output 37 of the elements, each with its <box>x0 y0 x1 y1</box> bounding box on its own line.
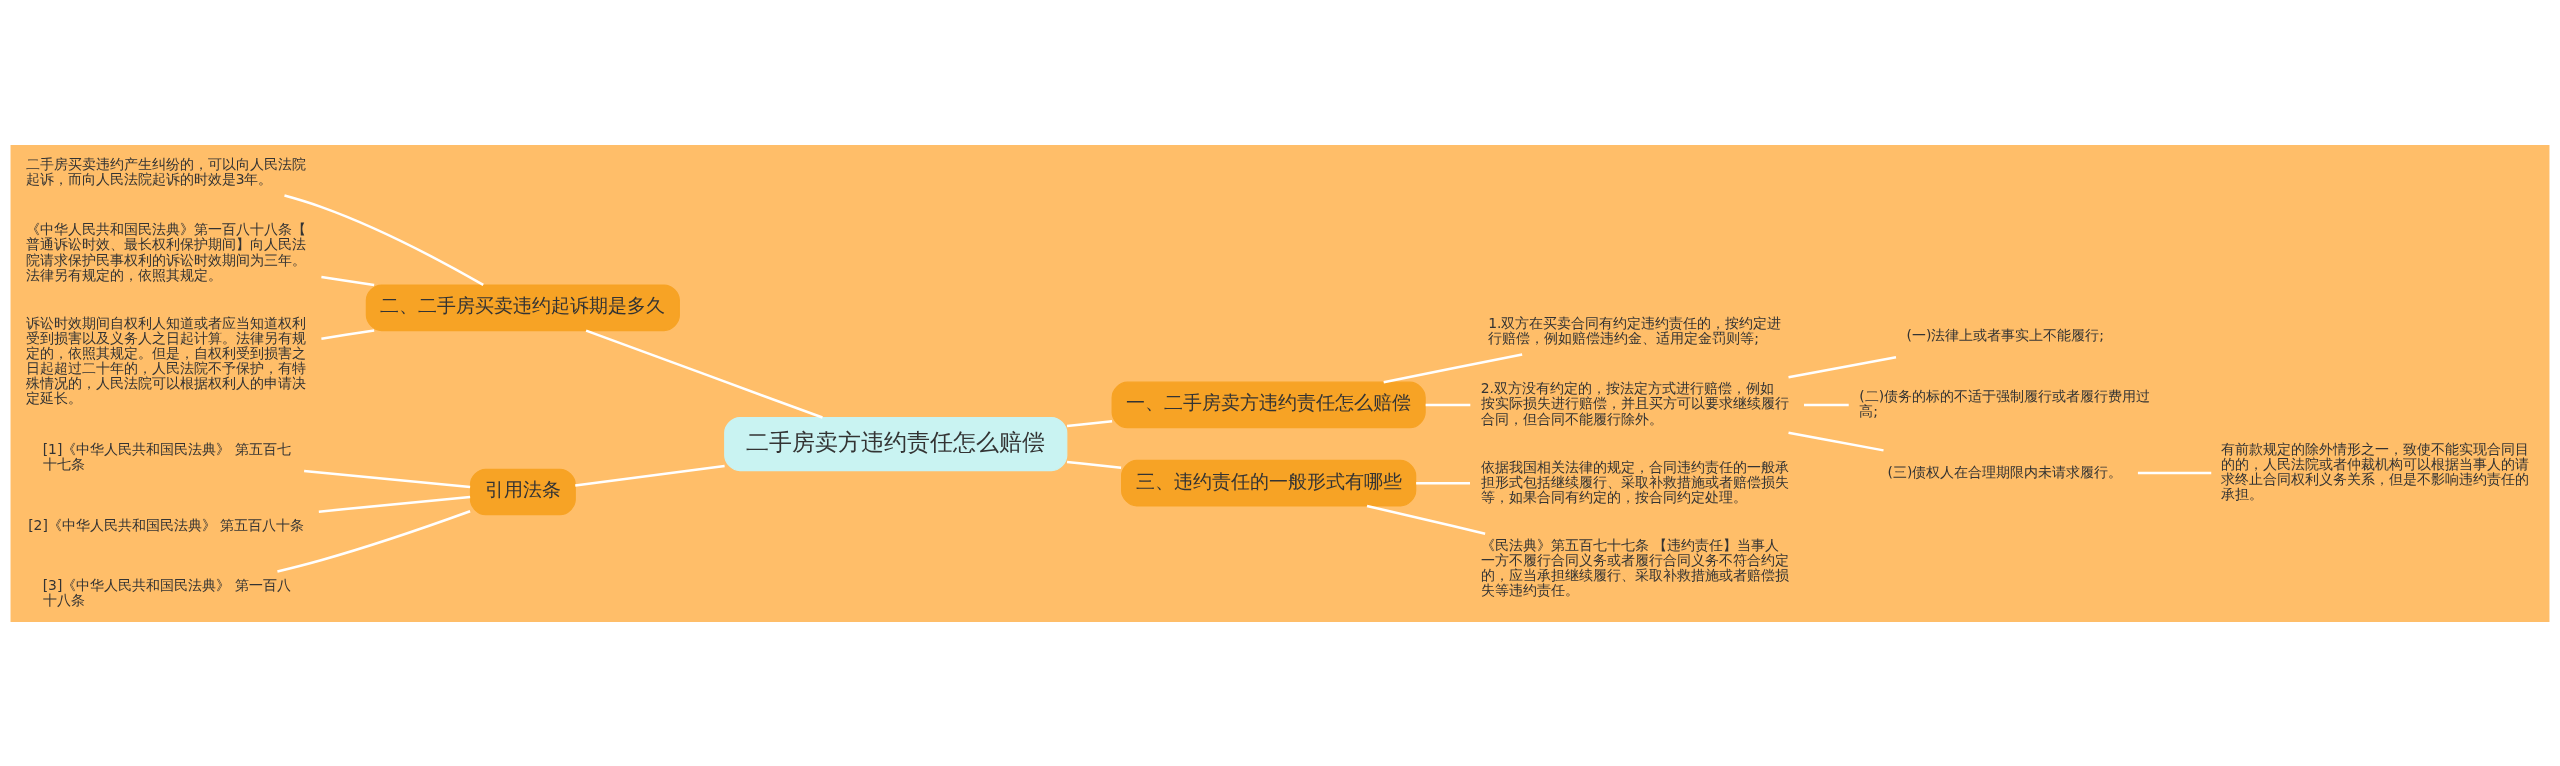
node-text: (一)法律上或者事实上不能履行; <box>1906 326 2105 343</box>
node-box: 二手房卖方违约责任怎么赔偿 <box>724 416 1068 471</box>
connector <box>1066 460 1122 469</box>
connector <box>1416 481 1470 484</box>
node-text: 依据我国相关法律的规定，合同违约责任的一般承担形式包括继续履行、采取补救措施或者赔偿损失等，如果合同有约定的，按合同约定处理。 <box>1480 458 1789 505</box>
connector <box>284 193 484 286</box>
node-box: 三、违约责任的一般形式有哪些 <box>1121 459 1417 507</box>
node-box: 一、二手房卖方违约责任怎么赔偿 <box>1111 381 1426 428</box>
connector <box>575 464 725 487</box>
connector <box>321 328 375 340</box>
connector <box>1366 504 1486 535</box>
connector <box>1066 419 1113 427</box>
node-text: 诉讼时效期间自权利人知道或者应当知道权利受到损害以及义务人之日起计算。法律另有规定的，依照其规定。但是，自权利受到损害之日起超过二十年的，人民法院不予保护，有特殊情况的，人民法院可以根据权利人的申请决定延长。 <box>25 314 306 406</box>
node-text: 1.双方在买卖合同有约定违约责任的，按约定进行赔偿，例如赔偿违约金、适用定金罚则等; <box>1488 314 1782 346</box>
node-text: [2]《中华人民共和国民法典》 第五百八十条 <box>28 516 305 533</box>
node-text: 《中华人民共和国民法典》第一百八十八条【普通诉讼时效、最长权利保护期间】向人民法院请求保护民事权利的诉讼时效期间为三年。法律另有规定的，依照其规定。 <box>25 220 306 283</box>
node-box: 引用法条 <box>469 468 576 515</box>
node-text: (三)债权人在合理期限内未请求履行。 <box>1887 463 2123 480</box>
node-text: (二)债务的标的不适于强制履行或者履行费用过高; <box>1859 387 2151 419</box>
node-text: 二手房买卖违约产生纠纷的，可以向人民法院起诉，而向人民法院起诉的时效是3年。 <box>25 155 306 187</box>
connector <box>277 509 471 573</box>
connector <box>1425 403 1471 406</box>
node-text: 《民法典》第五百七十七条 【违约责任】当事人一方不履行合同义务或者履行合同义务不符合约定的，应当承担继续履行、采取补救措施或者赔偿损失等违约责任。 <box>1480 536 1789 598</box>
connector <box>1383 352 1523 383</box>
connector <box>304 469 471 488</box>
node-text: 有前款规定的除外情形之一，致使不能实现合同目的的，人民法院或者仲裁机构可以根据当事人的请求终止合同权利义务关系，但是不影响违约责任的承担。 <box>2221 440 2530 502</box>
node-text: [1]《中华人民共和国民法典》 第五百七十七条 <box>42 440 291 472</box>
node-text: 2.双方没有约定的，按法定方式进行赔偿，例如按实际损失进行赔偿，并且买方可以要求继续履行合同，但合同不能履行除外。 <box>1480 379 1789 427</box>
node-text: [3]《中华人民共和国民法典》 第一百八十八条 <box>42 576 291 608</box>
node-box: 二、二手房买卖违约起诉期是多久 <box>365 283 680 331</box>
connector <box>1788 355 1897 378</box>
connector <box>321 275 375 286</box>
connector <box>585 328 823 419</box>
connector <box>1788 431 1884 452</box>
connector <box>1804 403 1849 406</box>
connector <box>318 495 471 513</box>
connector <box>2137 471 2212 474</box>
